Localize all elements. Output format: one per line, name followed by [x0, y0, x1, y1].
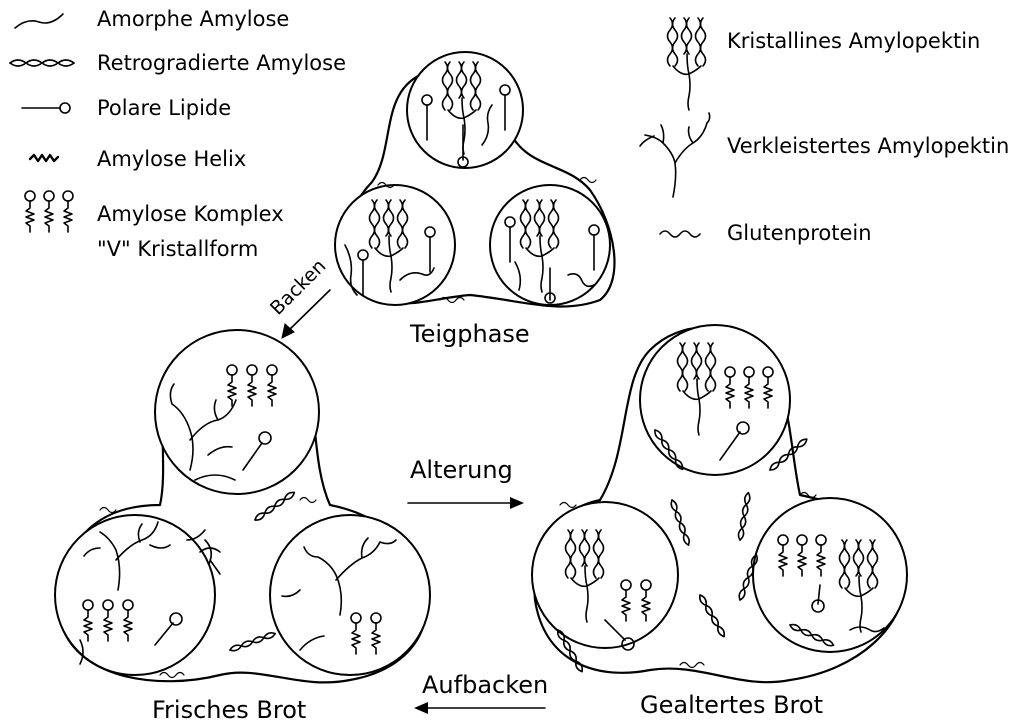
aging-label: Alterung [410, 456, 513, 484]
fresh-bread-stage: Frisches Brot [55, 330, 430, 724]
polar-lipid-icon [22, 103, 70, 113]
aged-circle-left [532, 502, 678, 648]
legend-amorphous-amylose-label: Amorphe Amylose [97, 7, 289, 31]
aging-arrow: Alterung [408, 456, 524, 509]
aged-circle-top [640, 325, 790, 475]
aged-bread-stage: Gealtertes Brot [532, 325, 907, 719]
legend-amylose-complex-label-2: "V" Kristallform [97, 237, 258, 261]
amylose-helix-icon [30, 155, 58, 161]
gelatinized-amylopectin-icon [640, 113, 710, 197]
baking-label: Backen [266, 255, 330, 319]
legend-gelatinized-amylopectin-label: Verkleistertes Amylopektin [727, 134, 1009, 158]
legend-polar-lipids-label: Polare Lipide [97, 96, 231, 120]
retrograded-amylose-icon [10, 60, 74, 66]
dough-phase-stage: Teigphase [335, 52, 614, 348]
amorphous-amylose-icon [15, 14, 63, 28]
fresh-bread-label: Frisches Brot [152, 696, 306, 724]
fresh-circle-top [155, 330, 319, 494]
aged-bread-label: Gealtertes Brot [640, 691, 823, 719]
crystalline-amylopectin-icon [668, 18, 706, 110]
dough-phase-label: Teigphase [409, 320, 530, 348]
gluten-protein-icon [660, 231, 700, 237]
rebaking-arrow: Aufbacken [414, 671, 548, 714]
legend-crystalline-amylopectin-label: Kristallines Amylopektin [727, 29, 980, 53]
legend-amylose-helix-label: Amylose Helix [97, 147, 246, 171]
legend-gluten-protein-label: Glutenprotein [727, 221, 872, 245]
amylose-complex-icon [25, 191, 73, 232]
rebaking-label: Aufbacken [422, 671, 548, 699]
legend-retrograded-amylose-label: Retrogradierte Amylose [97, 51, 346, 75]
legend-right: Kristallines Amylopektin Verkleistertes … [640, 18, 1009, 245]
dough-circle-left [335, 185, 455, 305]
legend-amylose-complex-label-1: Amylose Komplex [97, 202, 284, 226]
legend-left: Amorphe Amylose Retrogradierte Amylose P… [10, 7, 346, 261]
baking-arrow: Backen [266, 255, 330, 338]
